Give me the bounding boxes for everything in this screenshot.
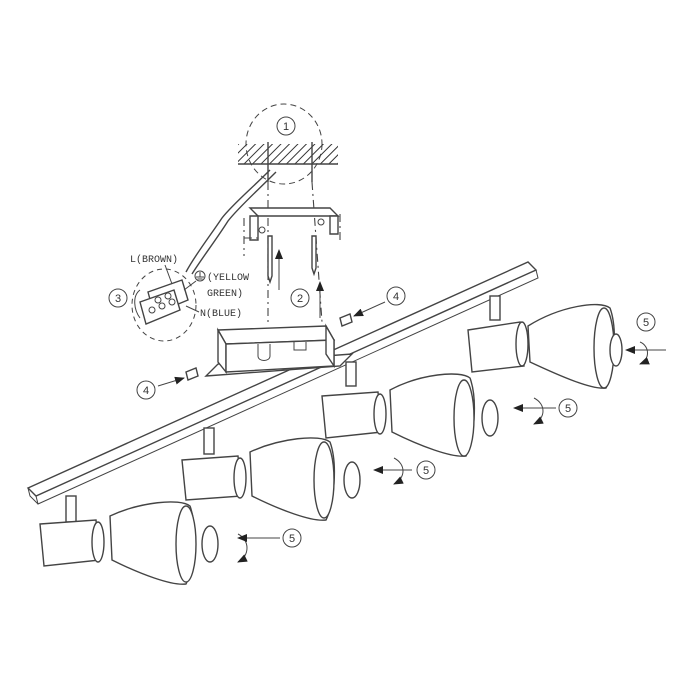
callout-4-right-number: 4 (393, 291, 399, 303)
callout-2 (290, 288, 310, 308)
callout-5-4-number: 5 (289, 533, 295, 545)
callout-5-group-4: 5 (237, 528, 302, 563)
screw-left: 4 (136, 367, 199, 400)
label-neutral-blue: N(BLUE) (200, 308, 242, 320)
callout-1-number: 1 (283, 121, 289, 133)
label-earth-yellow: (YELLOW (207, 272, 249, 284)
callout-3 (108, 288, 128, 308)
callout-5-2 (558, 398, 578, 418)
terminal-block: 3 L(BROWN) (YELLOW GREEN) N(BLUE) (108, 254, 249, 342)
earth-icon (194, 270, 206, 282)
callout-5-group-2: 5 (513, 397, 578, 425)
callout-1 (276, 116, 296, 136)
mounting-bracket: 2 (243, 207, 341, 318)
rail-bar (26, 261, 539, 505)
spotlight-4 (39, 495, 219, 585)
ceiling-hatch (238, 144, 338, 164)
spotlight-2 (321, 361, 499, 457)
callout-4-right (386, 286, 406, 306)
callout-5-1 (636, 312, 656, 332)
callout-4-left-number: 4 (143, 385, 149, 397)
callout-5-group-1: 5 (625, 312, 666, 365)
label-earth-green: GREEN) (207, 288, 243, 300)
callout-3-number: 3 (115, 293, 121, 305)
mains-cable (185, 169, 277, 275)
callout-5-1-number: 5 (643, 317, 649, 329)
callout-5-2-number: 5 (565, 403, 571, 415)
spotlight-3 (181, 427, 361, 521)
rotate-arrow-icon (533, 397, 544, 425)
rotate-arrow-icon (639, 341, 650, 365)
ceiling-detail: 1 (238, 103, 338, 323)
callout-5-3 (416, 460, 436, 480)
rotate-arrow-icon (393, 457, 404, 485)
spotlight-1 (467, 295, 623, 389)
callout-5-4 (282, 528, 302, 548)
callout-4-left (136, 380, 156, 400)
callout-5-3-number: 5 (423, 465, 429, 477)
screw-right: 4 (339, 286, 406, 327)
label-live-brown: L(BROWN) (130, 254, 178, 266)
canopy-box (204, 323, 354, 377)
callout-5-group-3: 5 (373, 457, 436, 485)
callout-2-number: 2 (297, 293, 303, 305)
